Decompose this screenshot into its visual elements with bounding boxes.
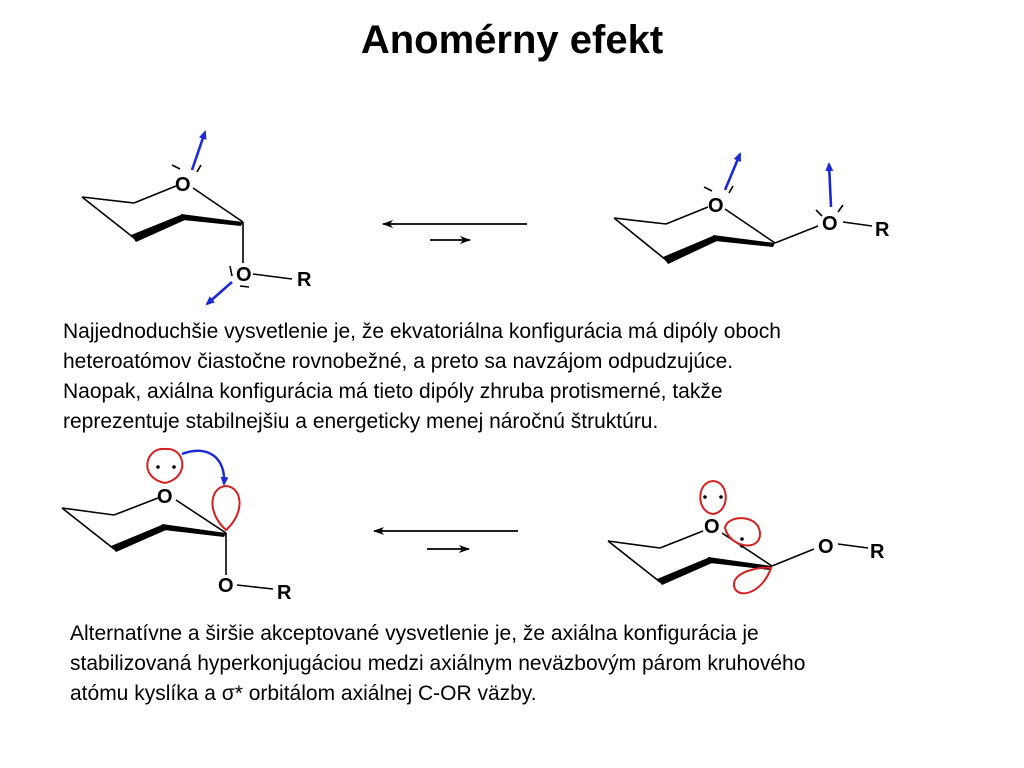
lone-pair-orbital bbox=[146, 447, 184, 485]
text-line: Najjednoduchšie vysvetlenie je, že ekvat… bbox=[63, 320, 781, 343]
axial-anomer-dipole-structure: O O R bbox=[81, 130, 312, 306]
r-group-label: R bbox=[297, 269, 312, 291]
page-title: Anomérny efekt bbox=[360, 18, 664, 62]
sigma-star-orbital bbox=[211, 484, 241, 532]
exocyclic-oxygen-label: O bbox=[218, 575, 234, 597]
exocyclic-oxygen-label: O bbox=[818, 536, 834, 558]
text-line: stabilizovaná hyperkonjugáciou medzi axi… bbox=[70, 652, 806, 675]
lone-pair-orbital bbox=[699, 479, 727, 516]
r-group-label: R bbox=[875, 219, 890, 241]
r-group-label: R bbox=[277, 582, 292, 604]
ring-oxygen-label: O bbox=[708, 195, 724, 217]
text-line: reprezentuje stabilnejšiu a energeticky … bbox=[63, 410, 659, 433]
axial-anomer-orbital-structure: O O R bbox=[61, 447, 292, 604]
equilibrium-arrows bbox=[382, 220, 527, 244]
lone-pair-orbital bbox=[723, 517, 762, 547]
text-line: atómu kyslíka a σ* orbitálom axiálnej C-… bbox=[70, 682, 537, 705]
equilibrium-arrows bbox=[373, 527, 518, 553]
text-line: Alternatívne a širšie akceptované vysvet… bbox=[70, 622, 759, 645]
exocyclic-oxygen-label: O bbox=[236, 264, 252, 286]
ring-oxygen-label: O bbox=[157, 486, 173, 508]
equatorial-anomer-dipole-structure: O O R bbox=[613, 152, 890, 264]
dipole-arrow bbox=[825, 162, 834, 208]
hyperconjugation-arrow bbox=[181, 449, 229, 486]
dipole-arrow bbox=[190, 130, 207, 171]
sigma-star-orbital bbox=[733, 566, 773, 595]
ring-oxygen-label: O bbox=[704, 516, 720, 538]
text-line: Naopak, axiálna konfigurácia má tieto di… bbox=[63, 380, 723, 403]
r-group-label: R bbox=[870, 541, 885, 563]
exocyclic-oxygen-label: O bbox=[822, 213, 838, 235]
explanation-paragraph-dipole: Najjednoduchšie vysvetlenie je, že ekvat… bbox=[63, 317, 993, 437]
ring-oxygen-label: O bbox=[175, 174, 191, 196]
dipole-arrow bbox=[723, 152, 742, 191]
text-line: heteroatómov čiastočne rovnobežné, a pre… bbox=[63, 350, 734, 373]
equatorial-anomer-orbital-structure: O O R bbox=[607, 479, 885, 595]
explanation-paragraph-hyperconjugation: Alternatívne a širšie akceptované vysvet… bbox=[70, 619, 1000, 709]
dipole-arrow bbox=[205, 281, 233, 306]
